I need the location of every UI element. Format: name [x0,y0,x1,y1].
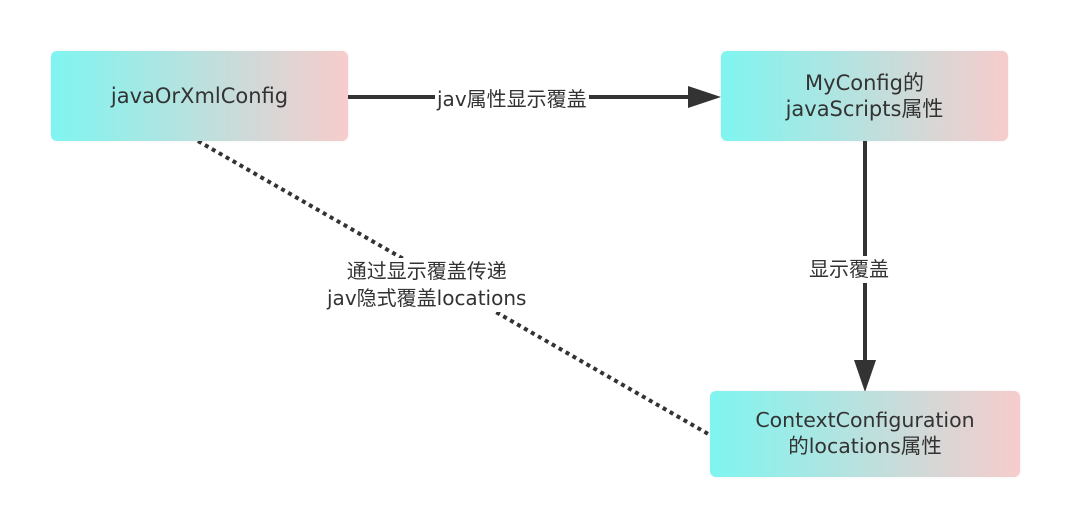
edge-a-to-b-arrowhead [688,86,721,108]
node-myconfig-javascripts-label-line2: javaScripts属性 [785,97,944,121]
edge-a-to-c-dotted-line [197,139,711,437]
node-context-configuration-label-line1: ContextConfiguration [755,408,975,433]
edge-a-to-b-label: jav属性显示覆盖 [435,86,589,113]
node-java-or-xml-config-label: javaOrXmlConfig [110,83,289,108]
edge-a-to-c-label-line1: 通过显示覆盖传递 [346,259,507,283]
edge-a-to-c-label: 通过显示覆盖传递 jav隐式覆盖locations [325,258,529,312]
node-myconfig-javascripts-label-line1: MyConfig的 [805,70,924,95]
node-myconfig-javascripts[interactable]: MyConfig的 javaScripts属性 [721,51,1008,141]
edge-b-to-c-label: 显示覆盖 [807,256,891,283]
node-java-or-xml-config[interactable]: javaOrXmlConfig [51,51,348,141]
edge-a-to-c-label-line2: jav隐式覆盖locations [327,286,527,310]
edge-b-to-c-arrowhead [854,360,876,392]
node-context-configuration-label-line2: 的locations属性 [788,434,942,458]
node-context-configuration[interactable]: ContextConfiguration 的locations属性 [710,391,1020,477]
